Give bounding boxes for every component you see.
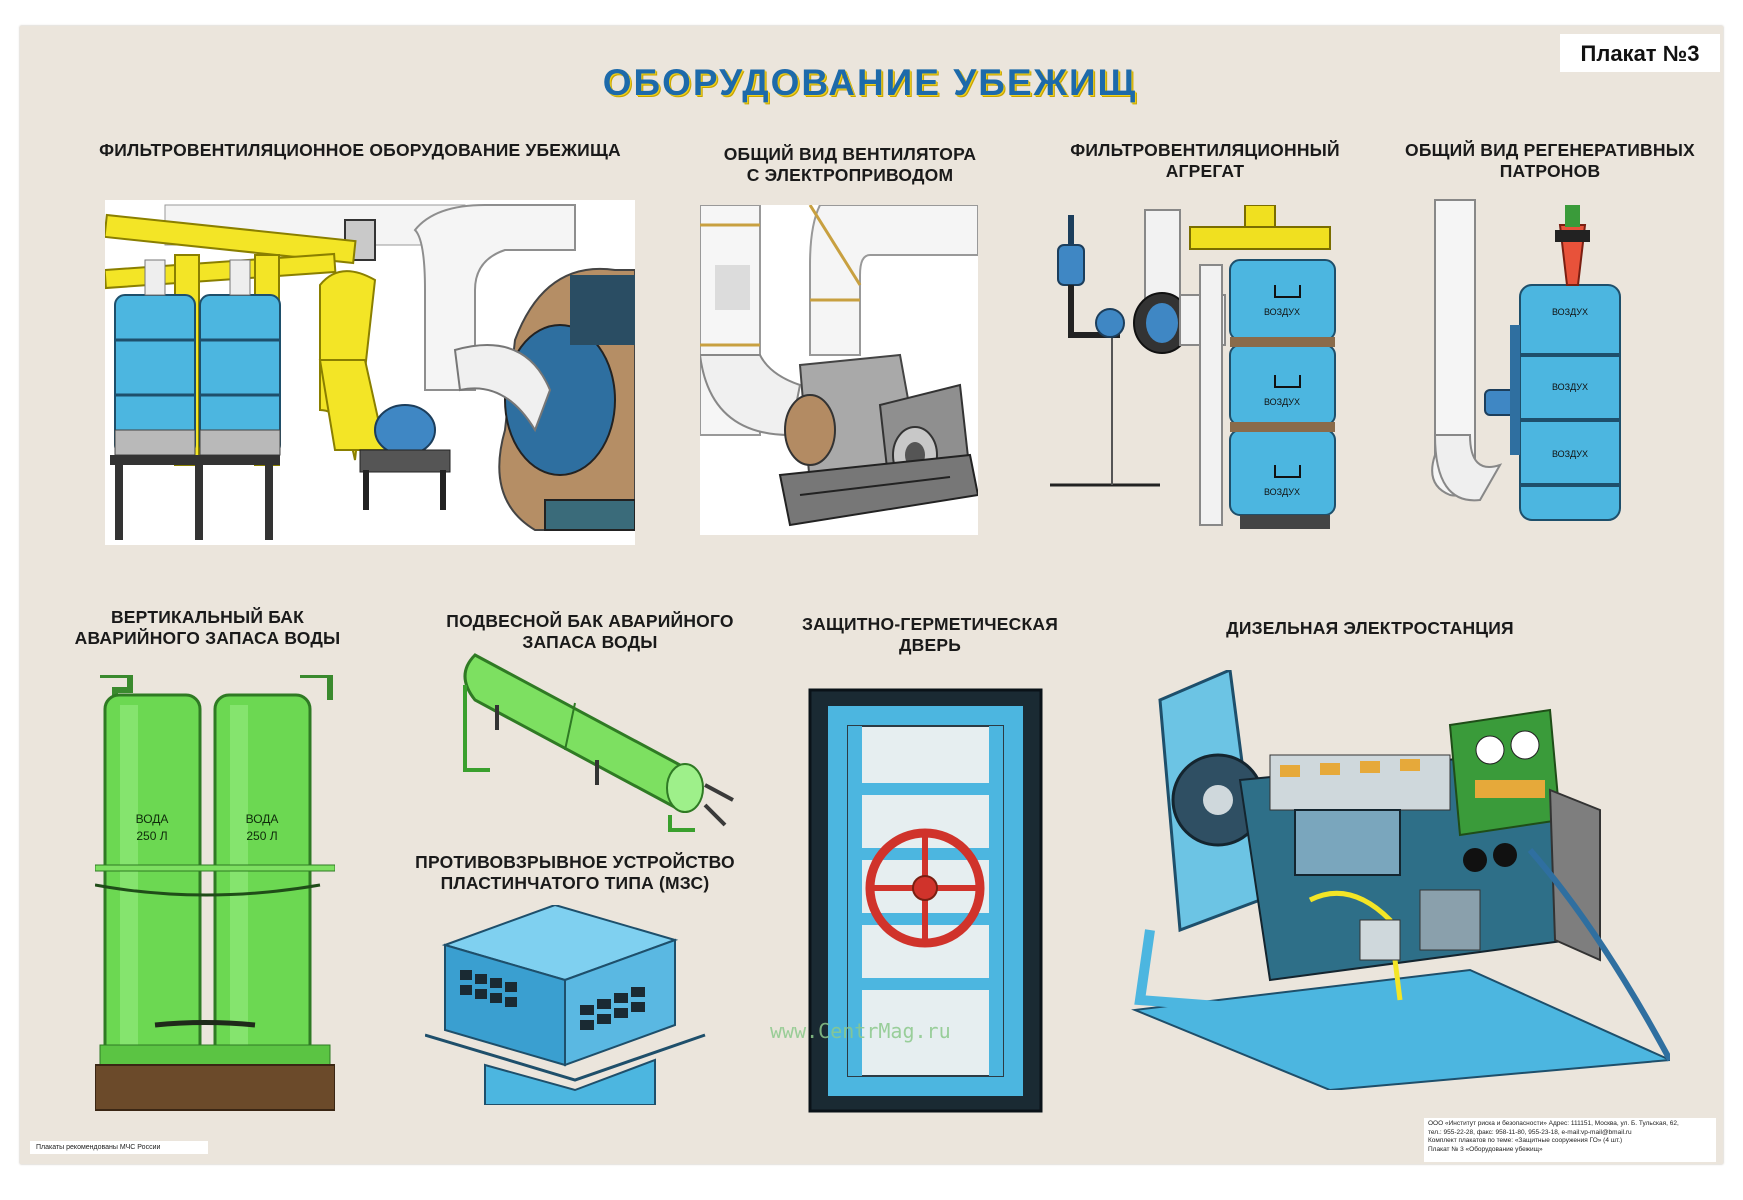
footer-right-note: ООО «Институт риска и безопасности» Адре… [1424, 1118, 1716, 1162]
filter-ventilation-illustration [105, 200, 635, 545]
vertical-tank-illustration: ВОДА 250 Л ВОДА 250 Л [95, 675, 335, 1111]
caption-diesel-station: ДИЗЕЛЬНАЯ ЭЛЕКТРОСТАНЦИЯ [1226, 618, 1514, 638]
air-label: ВОЗДУХ [1264, 397, 1300, 407]
air-label: ВОЗДУХ [1552, 449, 1588, 459]
filter-unit-illustration: ВОЗДУХ ВОЗДУХ ВОЗДУХ [1050, 205, 1336, 529]
poster-number-label: Плакат №3 [1560, 34, 1720, 72]
air-label: ВОЗДУХ [1552, 307, 1588, 317]
hermetic-door-illustration [808, 688, 1043, 1113]
caption-filter-equipment: ФИЛЬТРОВЕНТИЛЯЦИОННОЕ ОБОРУДОВАНИЕ УБЕЖИ… [99, 140, 621, 160]
blast-device-illustration [425, 905, 706, 1105]
water-label: ВОДА [136, 812, 169, 826]
watermark-text: www.CentrMag.ru [770, 1019, 951, 1043]
hanging-tank-illustration [463, 653, 734, 832]
air-label: ВОЗДУХ [1552, 382, 1588, 392]
volume-label: 250 Л [136, 829, 167, 843]
air-label: ВОЗДУХ [1264, 487, 1300, 497]
water-label: ВОДА [246, 812, 279, 826]
volume-label: 250 Л [246, 829, 277, 843]
footer-left-note: Плакаты рекомендованы МЧС России [30, 1141, 208, 1154]
regen-cartridges-illustration: ВОЗДУХ ВОЗДУХ ВОЗДУХ [1431, 199, 1621, 521]
air-label: ВОЗДУХ [1264, 307, 1300, 317]
poster-title: ОБОРУДОВАНИЕ УБЕЖИЩ [602, 62, 1138, 103]
fan-with-drive-illustration [700, 205, 978, 535]
diesel-station-illustration [1131, 670, 1670, 1090]
